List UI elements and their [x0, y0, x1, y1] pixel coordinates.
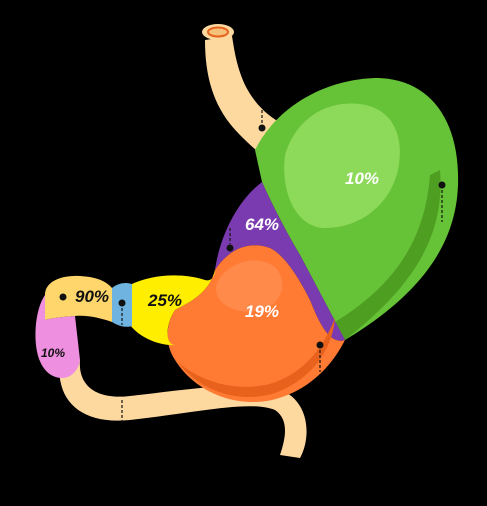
fundus-shade — [335, 170, 441, 340]
body-highlight — [216, 260, 283, 312]
marker-duodenal-bulb — [59, 293, 67, 301]
duodenum-descending-percentage: 10% — [41, 346, 65, 360]
antrum-region — [130, 270, 215, 346]
cardia-percentage: 64% — [245, 215, 279, 234]
body-shade — [178, 318, 335, 398]
marker-pylorus — [118, 299, 126, 325]
marker-body — [316, 341, 324, 372]
fundus-highlight — [284, 103, 400, 228]
intestine-tube — [59, 360, 307, 458]
fundus-percentage: 10% — [345, 169, 379, 188]
antrum-percentage: 25% — [147, 291, 182, 310]
duodenal-bulb-percentage: 90% — [75, 287, 109, 306]
esophagus-opening-inner — [207, 26, 229, 38]
cardia-region — [215, 182, 345, 341]
duodenum-descending-region — [35, 295, 80, 378]
marker-fundus — [438, 181, 446, 222]
marker-cardia — [226, 228, 234, 252]
body-region — [167, 245, 345, 403]
marker-esophagus — [258, 110, 266, 132]
body-percentage: 19% — [245, 302, 279, 321]
duodenal-bulb-region — [45, 275, 112, 322]
